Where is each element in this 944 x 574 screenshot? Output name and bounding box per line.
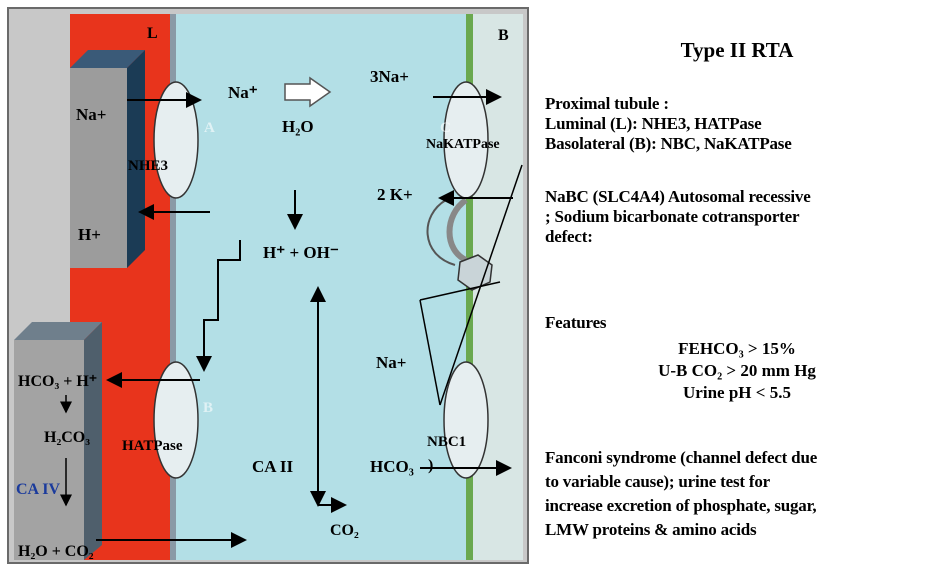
label-B: B [498,27,509,44]
box-bottom-bevel [14,322,102,340]
label-ca-iv: CA IV [16,481,60,498]
label-nhe3: NHE3 [128,158,168,174]
nabc-line-3: defect: [545,227,593,246]
label-hco3-h: HCO₃ + H⁺ [18,373,97,390]
nhe3-transporter [153,81,199,199]
k-loop-shade [446,197,468,263]
fanconi-line-1: Fanconi syndrome (channel defect due [545,448,818,467]
block-arrow-h2o [284,76,332,108]
transport-diagram: L B Na⁺ H₂O 3Na+ NaKATPase 2 K+ NHE3 Na+… [7,7,529,564]
label-hatpase: HATPase [122,438,183,454]
nabc-line-1: NaBC (SLC4A4) Autosomal recessive [545,187,811,206]
label-na-plus: Na+ [76,105,106,124]
arrow-h-path [196,240,241,372]
nabc-line-2: ; Sodium bicarbonate cotransporter [545,207,800,226]
diagonal-line-b [419,299,441,406]
label-faint-a: A [204,120,215,136]
panel-title: Type II RTA [680,38,794,62]
label-h-plus: H+ [78,225,101,244]
label-h-oh: H⁺ + OH⁻ [263,243,339,262]
label-co2: CO₂ [330,522,359,539]
ouabain-hexagon [457,254,493,291]
luminal-line: Luminal (L): NHE3, HATPase [545,114,762,133]
label-h2co3: H₂CO₃ [44,429,90,446]
luminal-membrane [170,14,176,560]
label-L: L [147,25,158,42]
label-3na: 3Na+ [370,67,409,86]
fanconi-line-3: increase excretion of phosphate, sugar, [545,496,817,515]
box-bottom [14,340,84,560]
label-hco3: HCO₃ [370,457,414,476]
hatpase-transporter [153,361,199,479]
box-bottom-side [84,322,102,560]
feature-fehco3: FEHCO₃ > 15% [678,339,796,358]
fanconi-line-4: LMW proteins & amino acids [545,520,757,539]
label-nbc1: NBC1 [427,434,466,450]
box-top [70,68,127,268]
basolateral-line: Basolateral (B): NBC, NaKATPase [545,134,792,153]
feature-urine-ph: Urine pH < 5.5 [683,383,791,402]
label-nakatpase: NaKATPase [426,137,500,152]
text-panel: Type II RTA Proximal tubule : Luminal (L… [537,0,944,569]
box-top-bevel [70,50,145,68]
diagram-svg: L B Na⁺ H₂O 3Na+ NaKATPase 2 K+ NHE3 Na+… [7,7,529,564]
features-heading: Features [545,313,607,332]
diagonal-line-a [439,164,523,406]
fanconi-line-2: to variable cause); urine test for [545,472,770,491]
label-2k: 2 K+ [377,185,413,204]
label-na-right: Na+ [376,353,406,372]
nbc1-transporter [443,361,489,479]
label-h2o: H₂O [282,117,314,136]
label-paren: ) [428,457,433,474]
label-na-top: Na⁺ [228,83,258,102]
proximal-heading: Proximal tubule : [545,94,669,113]
label-faint-b: B [203,400,213,416]
label-ca-ii: CA II [252,457,293,476]
diagonal-line-c [419,281,501,301]
label-faint-c: C [440,120,451,136]
label-h2o-co2: H₂O + CO₂ [18,543,94,560]
feature-ub-co2: U-B CO₂ > 20 mm Hg [658,361,816,380]
